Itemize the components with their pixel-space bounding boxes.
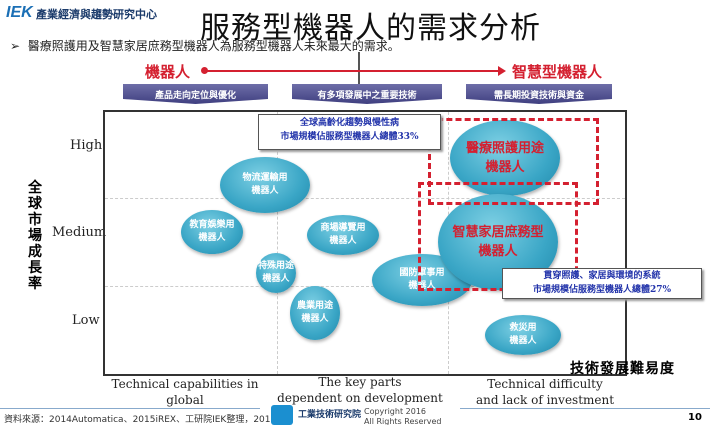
bubble-label: 救災用 <box>509 322 537 333</box>
grid-line <box>277 112 278 374</box>
bubble-label: 機器人 <box>509 336 537 346</box>
bubble-label: 機器人 <box>198 233 226 243</box>
callout-medical: 全球高齡化趨勢與慢性病市場規模佔服務型機器人總體33% <box>258 114 441 150</box>
bubble-label: 機器人 <box>329 236 357 246</box>
y-level-low: Low <box>72 313 100 328</box>
bubble-label: 機器人 <box>262 274 290 284</box>
arrow-bullet-icon: ➢ <box>10 39 28 53</box>
bubble-label: 智慧家居庶務型 <box>452 224 544 240</box>
arrowhead-icon <box>498 66 506 76</box>
bubble-label: 國防軍事用 <box>399 267 445 278</box>
grid-line <box>105 198 625 199</box>
divider <box>358 52 360 86</box>
bubble-label: 機器人 <box>301 314 329 324</box>
arrow-dot-icon <box>201 67 208 74</box>
itri-name: 工業技術研究院 <box>298 410 362 420</box>
bubble-special: 特殊用途機器人 <box>256 253 296 293</box>
y-axis-title: 全球市場成長率 <box>28 180 42 292</box>
bubble-label: 農業用途 <box>296 300 333 311</box>
y-level-high: High <box>70 138 103 153</box>
bubble-label: 機器人 <box>251 186 279 196</box>
bubble-mall-guide: 商場導覽用機器人 <box>307 215 379 255</box>
spectrum-left: 機器人 <box>145 63 191 81</box>
bubble-label: 特殊用途 <box>257 260 294 271</box>
spectrum-right: 智慧型機器人 <box>512 63 603 81</box>
y-level-medium: Medium <box>52 225 107 240</box>
bubble-logistics: 物流運輸用機器人 <box>220 157 310 213</box>
stage-1: 產品走向定位與優化 <box>123 84 268 104</box>
iek-logo: IEK <box>6 4 33 21</box>
spectrum-arrow <box>205 70 500 72</box>
bubble-label: 物流運輸用 <box>242 172 288 183</box>
itri-logo-icon <box>271 405 293 425</box>
bubble-label: 機器人 <box>478 244 518 259</box>
bubble-label: 醫療照護用途 <box>465 140 544 156</box>
footer-line <box>0 408 260 409</box>
bubble-rescue: 救災用機器人 <box>485 315 561 355</box>
x-axis-title: 技術發展難易度 <box>570 361 675 377</box>
callout-smarthome: 貫穿照護、家居與環境的系統市場規模佔服務型機器人總體27% <box>502 268 702 299</box>
bubble-education: 教育娛樂用機器人 <box>181 210 243 254</box>
grid-line <box>105 286 625 287</box>
highlight-box-medical <box>428 118 599 205</box>
footer-line <box>460 408 710 409</box>
bubble-label: 機器人 <box>408 281 436 291</box>
bubble-label: 商場導覽用 <box>320 222 366 233</box>
stage-2: 有多項發展中之重要技術 <box>292 84 442 104</box>
logo-org: 產業經濟與趨勢研究中心 <box>36 8 157 21</box>
page-number: 10 <box>688 412 702 423</box>
bullet-text: ➢ 醫療照護用及智慧家居庶務型機器人為服務型機器人未來最大的需求。 <box>10 39 400 53</box>
page-title: 服務型機器人的需求分析 <box>200 11 541 46</box>
highlight-box-smarthome <box>418 182 578 291</box>
bubble-agriculture: 農業用途機器人 <box>290 286 340 340</box>
bubble-label: 教育娛樂用 <box>189 219 235 230</box>
source-note: 資料來源：2014Automatica、2015iREX、工研院IEK整理，20… <box>4 415 277 425</box>
bubble-label: 機器人 <box>485 160 525 175</box>
bubble-smart-home: 智慧家居庶務型機器人 <box>438 194 558 290</box>
stage-3: 需長期投資技術與資金 <box>466 84 612 104</box>
